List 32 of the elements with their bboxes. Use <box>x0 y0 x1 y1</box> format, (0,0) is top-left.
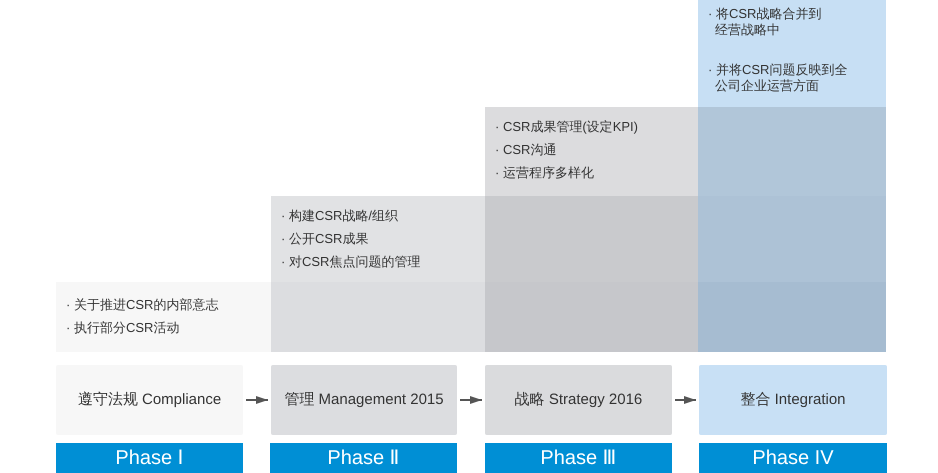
bullet-item: · 运营程序多样化 <box>495 164 594 182</box>
phase-label: Phase IV <box>752 448 834 468</box>
stage-box <box>699 365 887 435</box>
bullet-item: · CSR成果管理(设定KPI) <box>495 118 638 136</box>
stage-box <box>485 365 672 435</box>
bullet-item: · 公开CSR成果 <box>281 230 368 248</box>
stage-panel <box>698 0 886 352</box>
phase-label: Phase Ⅲ <box>540 448 617 468</box>
phase-label: Phase Ⅱ <box>327 448 400 468</box>
stage-title: 管理 Management 2015 <box>284 390 444 410</box>
bullet-item: · 关于推进CSR的内部意志 <box>66 296 218 314</box>
bullet-item: · 构建CSR战略/组织 <box>281 207 398 225</box>
bullet-item: · CSR沟通 <box>495 141 556 159</box>
stage-box <box>271 365 457 435</box>
bullet-item: · 将CSR战略合并到经营战略中 <box>708 6 822 38</box>
stage-title: 遵守法规 Compliance <box>78 390 222 410</box>
bullet-item: · 并将CSR问题反映到全公司企业运营方面 <box>708 62 848 94</box>
stage-panel <box>485 107 698 352</box>
arrow <box>675 396 696 404</box>
stage-panel <box>271 196 485 352</box>
arrow <box>246 396 268 404</box>
phase-bar <box>485 443 672 473</box>
phase-label: Phase Ⅰ <box>115 448 184 468</box>
stage-title: 战略 Strategy 2016 <box>514 390 642 410</box>
phase-bar <box>270 443 457 473</box>
phase-bar <box>699 443 887 473</box>
arrow <box>460 396 482 404</box>
bullet-item: · 执行部分CSR活动 <box>66 319 180 337</box>
stage-title: 整合 Integration <box>740 390 846 410</box>
stage-panel <box>56 282 271 352</box>
phase-bar <box>56 443 243 473</box>
bullet-item: · 对CSR焦点问题的管理 <box>281 253 420 271</box>
